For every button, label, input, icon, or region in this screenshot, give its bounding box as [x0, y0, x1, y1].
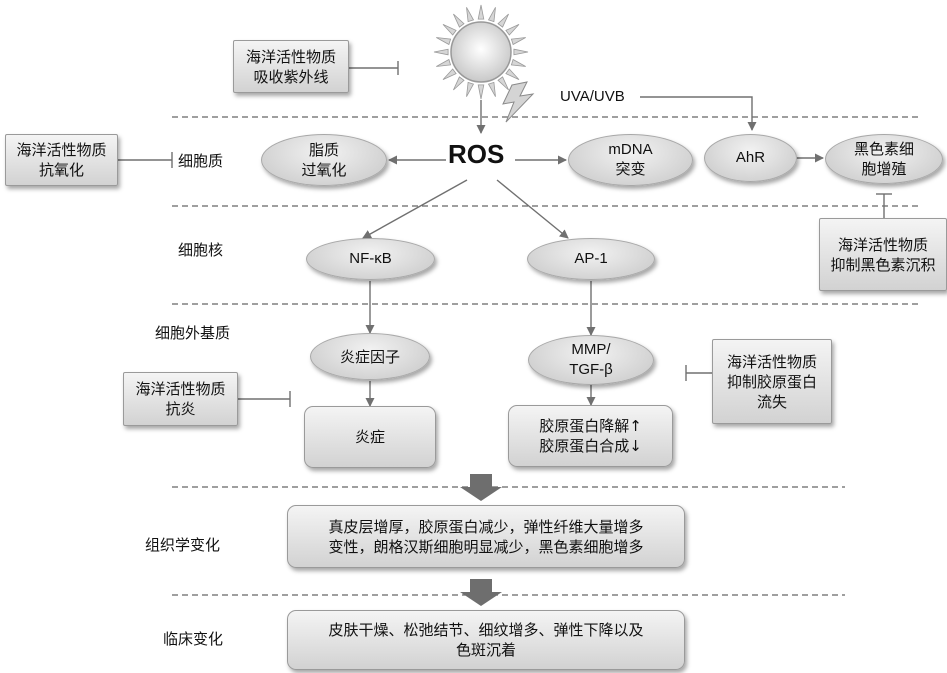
node-text: 炎症因子 — [339, 347, 400, 366]
clinical-text: 色斑沉着 — [455, 641, 516, 659]
node-text: 炎症 — [354, 428, 385, 446]
node-inflammation: 炎症 — [304, 406, 436, 468]
sun-ray — [466, 7, 475, 23]
node-text: TGF-β — [569, 361, 613, 378]
inhibitor-text: 海洋活性物质 — [135, 380, 226, 398]
sun-ray — [436, 58, 452, 67]
arrow-ros-ap1 — [496, 179, 569, 239]
sun-ray — [487, 81, 496, 97]
sun-ray — [510, 37, 526, 46]
layer-label-nucleus: 细胞核 — [178, 241, 224, 259]
arrow-uv-ahr — [640, 96, 757, 131]
inhibitor-text: 海洋活性物质 — [245, 47, 336, 66]
sun-ray — [453, 76, 465, 91]
sun-ray — [513, 48, 529, 56]
node-text: 胶原蛋白合成↓ — [539, 437, 642, 455]
inhibitor-text: 海洋活性物质 — [16, 141, 107, 159]
big-down-arrow — [460, 474, 502, 501]
inhibitor-text: 海洋活性物质 — [837, 235, 928, 254]
sun-icon — [433, 4, 529, 100]
inhibitor-collagen: 海洋活性物质 抑制胶原蛋白 流失 — [712, 339, 832, 424]
sun-ray — [433, 48, 449, 56]
big-down-arrow — [460, 579, 502, 606]
node-melanocyte-proliferation: 黑色素细 胞增殖 — [825, 134, 943, 184]
sun-ray — [497, 76, 509, 91]
sun-ray — [466, 81, 475, 97]
node-mmp-tgf: MMP/ TGF-β — [528, 335, 654, 385]
node-mdna-mutation: mDNA 突变 — [568, 134, 693, 186]
sun-ray — [477, 84, 485, 100]
sun-ray — [453, 13, 465, 28]
node-text: 胞增殖 — [861, 160, 907, 178]
arrow-ros-nfkb — [362, 179, 468, 239]
node-text: 黑色素细 — [853, 140, 914, 158]
layer-label-histology: 组织学变化 — [145, 536, 221, 554]
inhibitor-melanin: 海洋活性物质 抑制黑色素沉积 — [819, 218, 947, 291]
histology-text: 变性，朗格汉斯细胞明显减少，黑色素细胞增多 — [328, 537, 644, 556]
inhibitor-text: 吸收紫外线 — [253, 67, 329, 86]
layer-label-cytoplasm: 细胞质 — [178, 152, 224, 170]
node-text: mDNA — [608, 141, 653, 158]
sun-ray — [442, 68, 457, 80]
sun-ray — [487, 7, 496, 23]
layer-label-ecm: 细胞外基质 — [155, 324, 231, 342]
node-text: 脂质 — [308, 141, 339, 159]
inhibitor-uv-absorb: 海洋活性物质 吸收紫外线 — [233, 40, 349, 93]
node-text: 胶原蛋白降解↑ — [539, 417, 642, 435]
sun-ray — [505, 68, 520, 80]
node-ap1: AP-1 — [527, 238, 655, 280]
sun-ray — [442, 24, 457, 36]
inhibitor-anti-inflammatory: 海洋活性物质 抗炎 — [123, 372, 238, 426]
node-text: AP-1 — [574, 250, 608, 267]
node-inflammatory-cytokines: 炎症因子 — [310, 333, 430, 380]
node-text: MMP/ — [571, 341, 611, 358]
inhibitor-text: 流失 — [756, 392, 787, 411]
layer-label-clinical: 临床变化 — [163, 630, 224, 648]
uv-label: UVA/UVB — [560, 88, 625, 105]
node-collagen-change: 胶原蛋白降解↑ 胶原蛋白合成↓ — [508, 405, 673, 467]
node-nfkb: NF-κB — [306, 238, 435, 280]
inhibitor-text: 抗氧化 — [38, 161, 84, 179]
node-text: 过氧化 — [301, 161, 347, 179]
node-text: 突变 — [615, 161, 646, 178]
sun-ray — [477, 4, 485, 20]
clinical-text: 皮肤干燥、松弛结节、细纹增多、弹性下降以及 — [328, 621, 644, 639]
sun-ray — [510, 58, 526, 67]
inhibitor-text: 抑制黑色素沉积 — [830, 255, 936, 274]
node-lipid-peroxidation: 脂质 过氧化 — [261, 134, 387, 186]
node-text: NF-κB — [349, 250, 392, 267]
inhibitor-text: 抑制胶原蛋白 — [726, 372, 817, 391]
node-text: AhR — [735, 149, 766, 166]
histology-text: 真皮层增厚，胶原蛋白减少，弹性纤维大量增多 — [328, 517, 644, 536]
sun-ray — [497, 13, 509, 28]
clinical-box: 皮肤干燥、松弛结节、细纹增多、弹性下降以及 色斑沉着 — [287, 610, 685, 670]
histology-box: 真皮层增厚，胶原蛋白减少，弹性纤维大量增多 变性，朗格汉斯细胞明显减少，黑色素细… — [287, 505, 685, 568]
sun-ray — [436, 37, 452, 46]
ros-label: ROS — [448, 139, 505, 169]
node-ahr: AhR — [704, 134, 797, 182]
sun-ray — [505, 24, 520, 36]
inhibitor-antioxidant: 海洋活性物质 抗氧化 — [5, 134, 118, 186]
inhibitor-text: 抗炎 — [165, 400, 196, 418]
lightning-icon — [502, 81, 535, 123]
inhibitor-text: 海洋活性物质 — [726, 352, 817, 371]
